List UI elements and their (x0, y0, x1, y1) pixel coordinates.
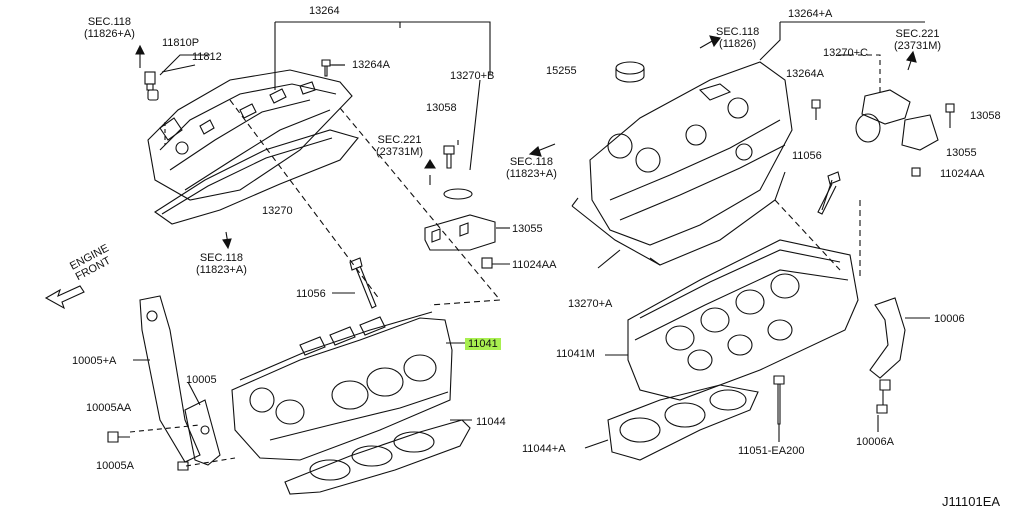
label-13055-right: 13055 (946, 147, 977, 159)
label-13264: 13264 (309, 5, 340, 17)
bracket-right (869, 297, 906, 414)
label-11812: 11812 (192, 51, 222, 63)
sec-118-label-b: SEC.118 (11823+A) (196, 252, 247, 276)
head-gasket-right (607, 384, 759, 461)
label-11044: 11044 (476, 416, 506, 428)
sec-ref-title: SEC.221 (895, 28, 940, 40)
label-13058-right: 13058 (970, 110, 1001, 122)
label-13264a-right: 13264A (786, 68, 824, 80)
sec-221-label-left: SEC.221 (23731M) (376, 134, 423, 158)
rocker-cover-right (589, 61, 793, 246)
label-10005a-bolt: 10005A (96, 460, 134, 472)
label-10006a: 10006A (856, 436, 894, 448)
label-10006: 10006 (934, 313, 965, 325)
sec-ref-title: SEC.221 (377, 134, 422, 146)
sec-ref-title: SEC.118 (87, 16, 132, 28)
label-13264a-left: 13264A (352, 59, 390, 71)
cam-sensor-left (424, 145, 496, 269)
sec-ref-title: SEC.118 (199, 252, 244, 264)
label-15255: 15255 (546, 65, 577, 77)
sec-ref-title: SEC.118 (509, 156, 554, 168)
label-10005a: 10005+A (72, 355, 117, 367)
label-13270a: 13270+A (568, 298, 613, 310)
sec-221-label-right: SEC.221 (23731M) (894, 28, 941, 52)
sensor-left (144, 71, 159, 101)
label-11041m: 11041M (556, 348, 595, 360)
sec-ref-code: (11826+A) (84, 28, 135, 40)
oil-filler-cap (615, 61, 645, 83)
label-13270b: 13270+B (450, 70, 495, 82)
rocker-cover-gasket-right (571, 171, 786, 266)
sec-118-label-a: SEC.118 (11826+A) (84, 16, 135, 40)
label-11056-left: 11056 (296, 288, 326, 300)
label-11041-highlighted[interactable]: 11041 (465, 338, 501, 350)
label-10005aa: 10005AA (86, 402, 132, 414)
label-11810p: 11810P (162, 37, 200, 49)
label-11056-right: 11056 (792, 150, 822, 162)
rocker-cover-left (147, 69, 353, 201)
cylinder-head-right (627, 239, 859, 401)
sec-ref-code: (23731M) (894, 40, 942, 52)
head-gasket-left (284, 419, 471, 495)
sec-118-label-c: SEC.118 (11826) (716, 26, 759, 50)
sec-118-label-d: SEC.118 (11823+A) (506, 156, 557, 180)
label-13270c: 13270+C (823, 47, 868, 59)
label-10005: 10005 (186, 374, 217, 386)
sec-ref-code: (11823+A) (506, 168, 557, 180)
label-13264a-top: 13264+A (788, 8, 833, 20)
cam-sensor-right (855, 89, 955, 177)
label-11051-ea200: 11051-EA200 (738, 445, 805, 457)
label-13058-left: 13058 (426, 102, 457, 114)
label-11024aa-left: 11024AA (512, 259, 557, 271)
diagram-code: J11101EA (942, 494, 1001, 509)
sec-ref-code: (11823+A) (196, 264, 247, 276)
sec-ref-code: (23731M) (376, 146, 424, 158)
sec-ref-title: SEC.118 (716, 26, 760, 38)
label-13055-left: 13055 (512, 223, 543, 235)
label-13270: 13270 (262, 205, 293, 217)
label-11024aa-right: 11024AA (940, 168, 985, 180)
rocker-cover-gasket-left (154, 129, 359, 225)
sec-ref-code: (11826) (719, 38, 757, 50)
label-11044a: 11044+A (522, 443, 566, 455)
cylinder-head-left (231, 311, 453, 461)
